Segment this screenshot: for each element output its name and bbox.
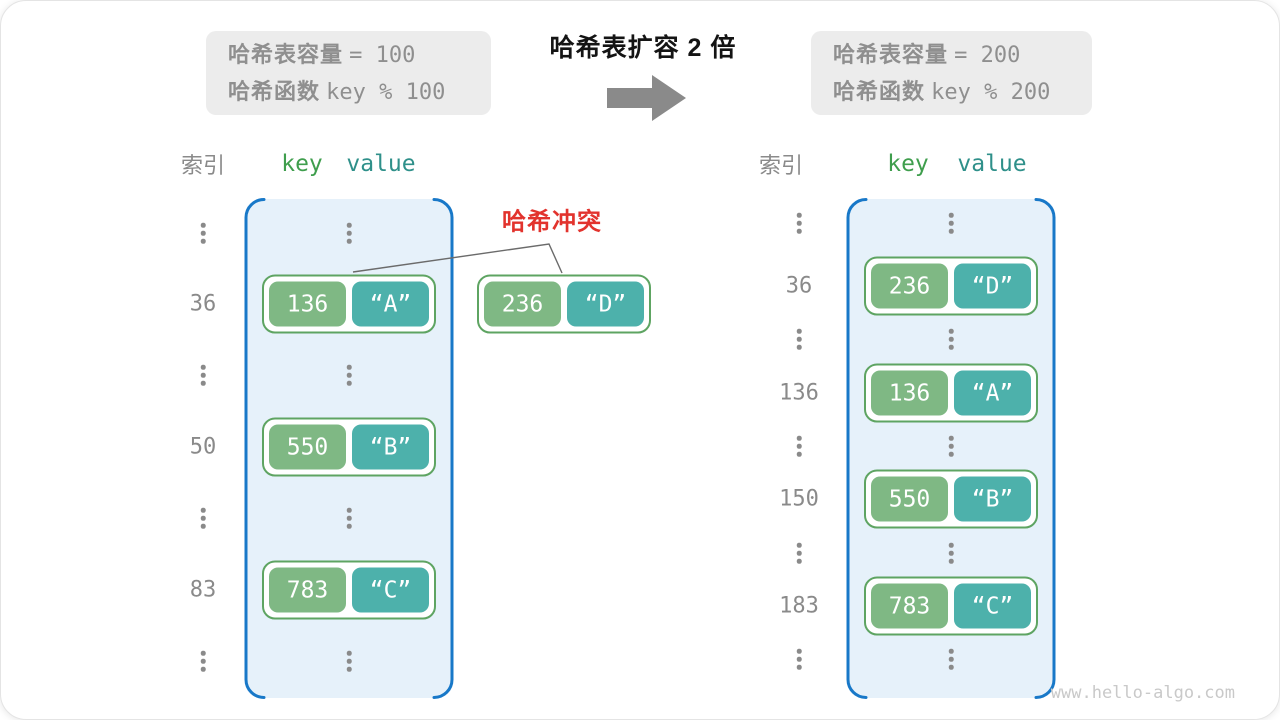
bucket-pair: 236“D” (864, 256, 1038, 316)
info-line-function: 哈希函数 key % 200 (833, 74, 1092, 111)
hash-table-before: 136“A” 550“B” 783“C” (244, 198, 454, 699)
left-value-header: value (346, 151, 416, 177)
capacity-value: = 200 (954, 43, 1021, 68)
info-line-capacity: 哈希表容量 = 200 (833, 37, 1092, 74)
pair-key: 136 (269, 281, 346, 327)
right-value-header: value (957, 151, 1027, 177)
hash-table-info-after: 哈希表容量 = 200 哈希函数 key % 200 (811, 31, 1092, 115)
bucket-pair: 136“A” (864, 363, 1038, 423)
table-bracket-border (846, 198, 1056, 699)
pair-value: “B” (352, 424, 429, 470)
right-index-column: 36 136 150 183 (759, 198, 839, 699)
pair-key: 236 (484, 281, 561, 327)
ellipsis-icon (200, 222, 206, 244)
capacity-value: = 100 (349, 43, 416, 68)
pair-value: “A” (352, 281, 429, 327)
bucket-pair: 783“C” (864, 576, 1038, 636)
pair-key: 136 (871, 370, 948, 416)
ellipsis-icon (346, 650, 352, 672)
hash-function-label: 哈希函数 (833, 79, 926, 104)
expand-title: 哈希表扩容 2 倍 (549, 34, 737, 62)
right-arrow-icon (607, 75, 686, 121)
pair-value: “B” (954, 476, 1031, 522)
index-label: 150 (779, 486, 819, 512)
index-label: 83 (189, 577, 217, 603)
pair-key: 236 (871, 263, 948, 309)
hash-function-value: key % 100 (326, 80, 446, 105)
left-index-header: 索引 (180, 153, 226, 178)
pair-key: 783 (269, 567, 346, 613)
bucket-pair: 550“B” (262, 417, 436, 477)
pair-key: 550 (269, 424, 346, 470)
info-line-capacity: 哈希表容量 = 100 (228, 37, 491, 74)
ellipsis-icon (948, 648, 954, 670)
ellipsis-icon (200, 650, 206, 672)
ellipsis-icon (346, 507, 352, 529)
ellipsis-icon (200, 364, 206, 386)
ellipsis-icon (796, 328, 802, 350)
pair-value: “A” (954, 370, 1031, 416)
ellipsis-icon (796, 648, 802, 670)
pair-value: “D” (567, 281, 644, 327)
pair-key: 550 (871, 476, 948, 522)
capacity-label: 哈希表容量 (833, 42, 949, 67)
hash-table-after: 236“D” 136“A” 550“B” 783“C” (846, 198, 1056, 699)
table-bracket-border (244, 198, 454, 699)
left-index-column: 36 50 83 (163, 198, 243, 699)
bucket-pair: 783“C” (262, 560, 436, 620)
pair-value: “C” (352, 567, 429, 613)
pair-value: “C” (954, 583, 1031, 629)
right-index-header: 索引 (758, 153, 804, 178)
pair-key: 783 (871, 583, 948, 629)
bucket-pair: 136“A” (262, 274, 436, 334)
index-label: 36 (785, 273, 813, 299)
index-label: 136 (779, 380, 819, 406)
ellipsis-icon (346, 222, 352, 244)
collision-label: 哈希冲突 (502, 208, 602, 236)
ellipsis-icon (948, 328, 954, 350)
ellipsis-icon (346, 364, 352, 386)
ellipsis-icon (200, 507, 206, 529)
ellipsis-icon (948, 542, 954, 564)
index-label: 50 (189, 434, 217, 460)
ellipsis-icon (796, 435, 802, 457)
left-key-header: key (281, 151, 323, 177)
index-label: 36 (189, 291, 217, 317)
colliding-pair: 236“D” (477, 274, 651, 334)
hash-table-info-before: 哈希表容量 = 100 哈希函数 key % 100 (206, 31, 491, 115)
ellipsis-icon (948, 212, 954, 234)
hash-function-label: 哈希函数 (228, 79, 321, 104)
hash-function-value: key % 200 (931, 80, 1051, 105)
ellipsis-icon (948, 435, 954, 457)
right-key-header: key (887, 151, 929, 177)
ellipsis-icon (796, 212, 802, 234)
bucket-pair: 550“B” (864, 469, 1038, 529)
info-line-function: 哈希函数 key % 100 (228, 74, 491, 111)
capacity-label: 哈希表容量 (228, 42, 344, 67)
index-label: 183 (779, 593, 819, 619)
watermark: www.hello-algo.com (1050, 683, 1235, 703)
ellipsis-icon (796, 542, 802, 564)
pair-value: “D” (954, 263, 1031, 309)
